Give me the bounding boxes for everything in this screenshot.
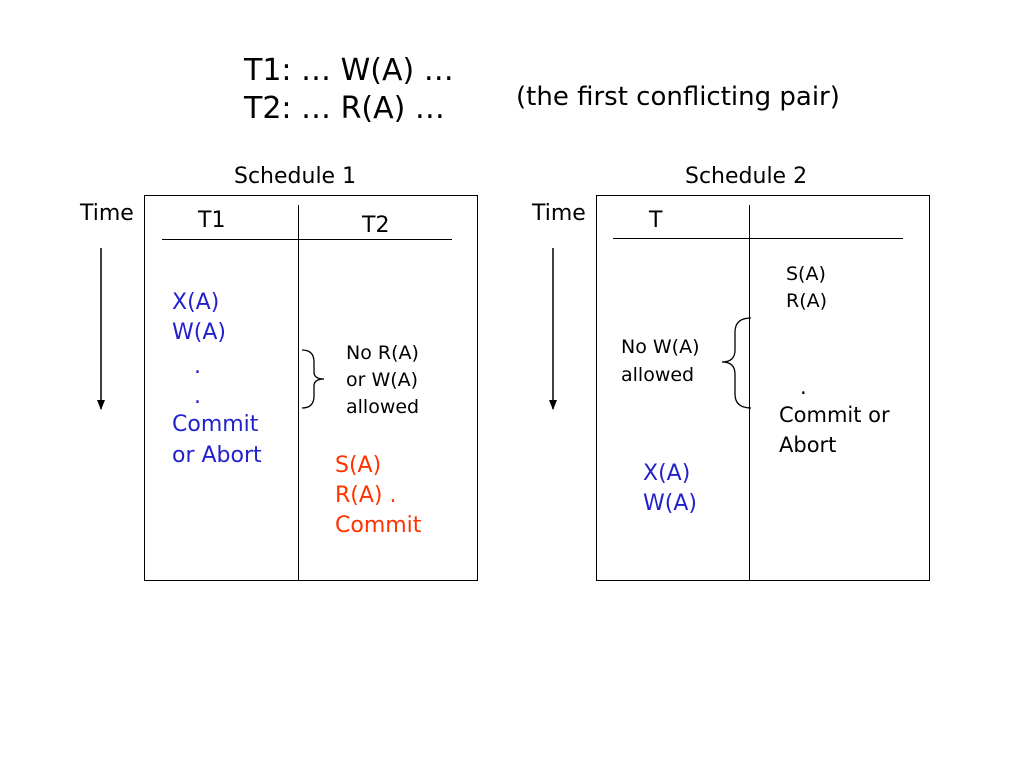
- schedule-1-time-label: Time: [80, 201, 134, 226]
- schedule-2-time-arrow: [549, 248, 557, 410]
- t1-ellipsis-1: .: [194, 354, 201, 379]
- schedule-1-title: Schedule 1: [234, 164, 357, 189]
- schedule-2-time-label: Time: [532, 201, 586, 226]
- schedule-2-header-rule: [613, 238, 903, 239]
- schedule-2-annotation-line-1: No W(A): [621, 336, 700, 358]
- schedule-2-title: Schedule 2: [685, 164, 808, 189]
- schedule-2-brace: [721, 317, 752, 409]
- t1-op-commit: Commit: [172, 412, 259, 437]
- schedule-2-op-wa: W(A): [643, 491, 697, 516]
- t2-op-commit: Commit: [335, 513, 422, 538]
- schedule-1-annotation-line-3: allowed: [346, 396, 420, 418]
- schedule-2-table: [596, 195, 930, 581]
- schedule-1-header-rule: [162, 239, 452, 240]
- t2-op-ra: R(A) .: [335, 483, 397, 508]
- schedule-1-annotation-line-2: or W(A): [346, 369, 419, 391]
- schedule-2-op-sa: S(A): [786, 263, 826, 285]
- schedule-2-column-divider: [749, 205, 750, 581]
- schedule-1-brace: [301, 349, 325, 409]
- schedule-1-col-t1: T1: [198, 208, 226, 233]
- t2-op-sa: S(A): [335, 453, 382, 478]
- t1-op-xa: X(A): [172, 290, 220, 315]
- header-line-2: T2: … R(A) …: [244, 91, 445, 126]
- schedule-1-annotation-line-1: No R(A): [346, 342, 419, 364]
- t1-op-or-abort: or Abort: [172, 443, 262, 468]
- t1-ellipsis-2: .: [194, 384, 201, 409]
- schedule-2-ellipsis: .: [800, 375, 807, 399]
- schedule-2-op-abort: Abort: [779, 433, 837, 457]
- schedule-2-op-ra: R(A): [786, 290, 828, 312]
- conflict-note: (the first conflicting pair): [516, 82, 840, 112]
- schedule-2-col-t: T: [649, 208, 663, 233]
- t1-op-wa: W(A): [172, 320, 226, 345]
- schedule-1-col-t2: T2: [362, 213, 390, 238]
- schedule-1-table: [144, 195, 478, 581]
- schedule-1-column-divider: [298, 205, 299, 581]
- schedule-2-annotation-line-2: allowed: [621, 364, 695, 386]
- schedule-1-time-arrow: [97, 248, 105, 410]
- header-line-1: T1: … W(A) …: [244, 53, 454, 88]
- schedule-2-op-xa: X(A): [643, 461, 691, 486]
- schedule-2-op-commit: Commit or: [779, 403, 890, 427]
